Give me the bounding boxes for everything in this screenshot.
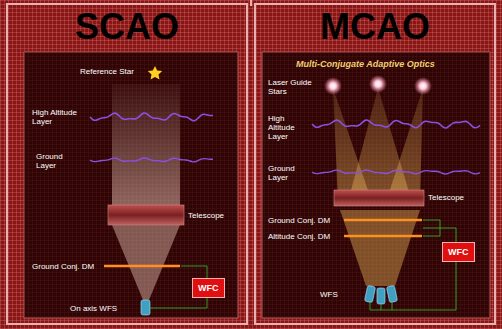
callout-label: High Altitude Layer: [268, 114, 310, 141]
reference-star: [148, 66, 162, 79]
wire: [150, 298, 207, 308]
wfs-sensor: [377, 288, 385, 304]
wire: [370, 262, 456, 310]
mcao-panel: [262, 52, 490, 318]
ground-conj-dm: [104, 265, 180, 268]
ground-conj-dm: [344, 219, 422, 222]
scao-panel: [24, 52, 238, 318]
callout-label: On axis WFS: [70, 304, 117, 313]
wire: [181, 266, 207, 278]
turbulence-layer: [312, 170, 480, 174]
altitude-conj-dm: [344, 235, 422, 238]
callout-label: Altitude Conj. DM: [268, 232, 330, 241]
callout-label: Ground Conj. DM: [32, 262, 94, 271]
wfs-sensor: [386, 285, 397, 302]
callout-label: Telescope: [188, 211, 224, 220]
telescope: [334, 190, 424, 206]
callout-label: Reference Star: [80, 67, 134, 76]
callout-label: Laser Guide Stars: [268, 78, 316, 96]
turbulence-layer: [90, 113, 213, 121]
turbulence-layer: [90, 158, 213, 162]
laser-guide-star: [324, 77, 342, 95]
panel-heading: SCAO: [8, 7, 246, 47]
divider: [250, 0, 252, 6]
guide-star-cone: [386, 88, 423, 202]
wfc-box: WFC: [442, 242, 475, 262]
panel-heading: MCAO: [256, 7, 494, 47]
callout-label: High Altitude Layer: [32, 108, 86, 126]
laser-guide-star: [414, 77, 432, 95]
converging-beam: [340, 210, 420, 286]
panel-grid: [262, 52, 490, 318]
box-label: WFC: [198, 283, 219, 293]
panel-grid: [24, 52, 238, 318]
wfs-sensor: [364, 285, 375, 302]
callout-label: WFS: [320, 290, 338, 299]
callout-label: Ground Conj. DM: [268, 216, 330, 225]
callout-label: Telescope: [428, 193, 464, 202]
telescope: [108, 205, 184, 225]
wfc-box: WFC: [192, 278, 225, 298]
box-label: WFC: [448, 247, 469, 257]
callout-label: Ground Layer: [36, 152, 76, 170]
callout-label: Ground Layer: [268, 164, 308, 182]
turbulence-layer: [312, 120, 480, 128]
converging-beam: [112, 225, 180, 300]
laser-guide-star: [369, 75, 387, 93]
light-beam: [112, 84, 180, 205]
wire: [423, 220, 456, 242]
wfs-sensor: [141, 300, 150, 315]
subtitle: Multi-Conjugate Adaptive Optics: [296, 60, 435, 69]
